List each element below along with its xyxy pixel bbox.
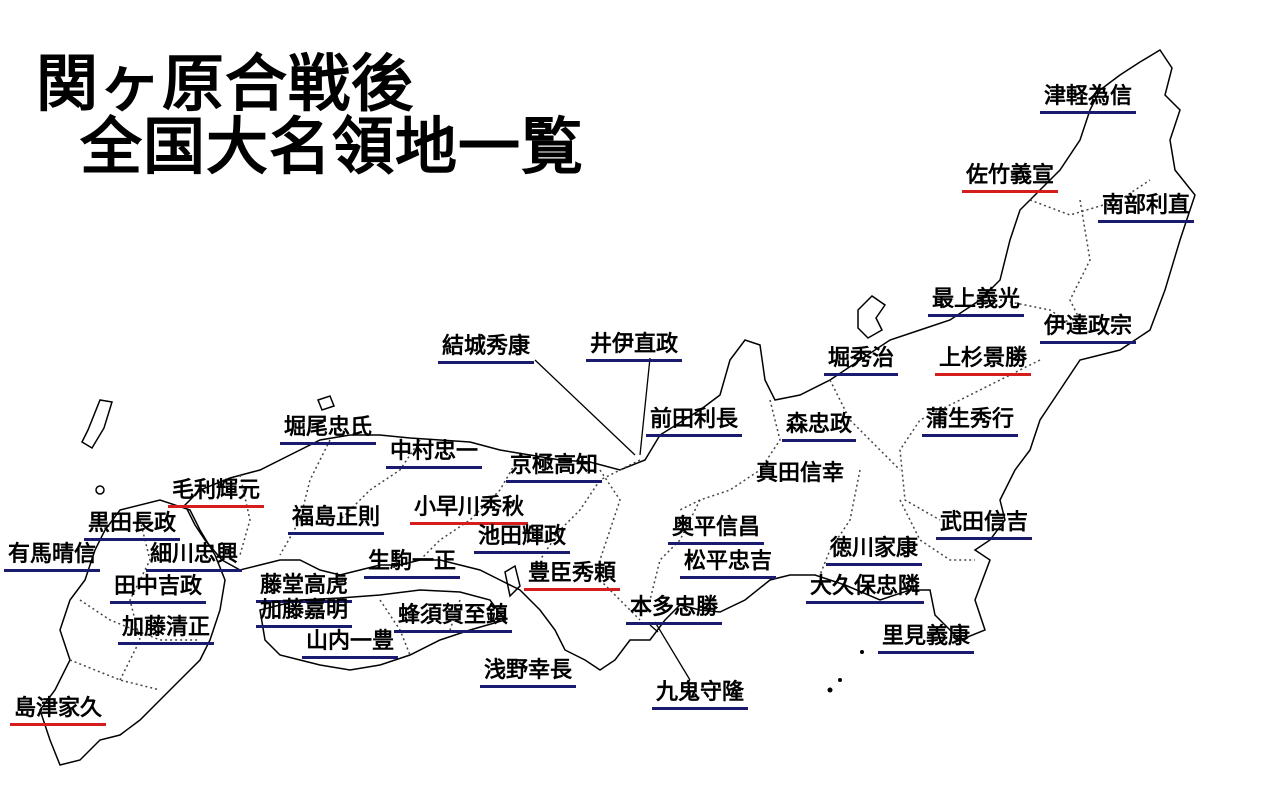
izu-island	[827, 687, 833, 693]
daimyo-label-okudaira-nobumasa: 奥平信昌	[668, 515, 765, 545]
daimyo-label-ikeda-terumasa: 池田輝政	[474, 524, 571, 554]
daimyo-label-tsugaru-tamenobu: 津軽為信	[1040, 84, 1137, 114]
oki-island	[317, 395, 335, 411]
daimyo-label-toyotomi-hideyori: 豊臣秀頼	[524, 561, 621, 591]
daimyo-label-hachisuka-yoshishige: 蜂須賀至鎮	[394, 603, 513, 633]
daimyo-label-tokugawa-ieyasu: 徳川家康	[826, 536, 923, 566]
daimyo-label-maeda-toshinaga: 前田利長	[646, 407, 743, 437]
daimyo-label-mogami-yoshiaki: 最上義光	[928, 287, 1025, 317]
daimyo-label-yuki-hideyasu: 結城秀康	[438, 334, 535, 364]
iki-island	[95, 485, 105, 495]
daimyo-label-horio-tadauji: 堀尾忠氏	[280, 415, 377, 445]
daimyo-label-satake-yoshinobu: 佐竹義宣	[962, 163, 1059, 193]
daimyo-label-fukushima-masanori: 福島正則	[288, 505, 385, 535]
province-borders	[69, 179, 1151, 691]
daimyo-label-ii-naomasa: 井伊直政	[586, 332, 683, 362]
honshu-coastline	[184, 48, 1196, 671]
daimyo-label-honda-tadakatsu: 本多忠勝	[626, 595, 723, 625]
sado-island	[857, 295, 887, 339]
leader-lines	[534, 357, 691, 681]
daimyo-label-asano-yoshinaga: 浅野幸長	[480, 658, 577, 688]
daimyo-label-uesugi-kagekatsu: 上杉景勝	[935, 346, 1032, 376]
daimyo-label-ikoma-kazumasa: 生駒一正	[364, 549, 461, 579]
daimyo-label-shimazu-iehisa: 島津家久	[10, 696, 107, 726]
daimyo-label-satomi-yoshiyasu: 里見義康	[878, 624, 975, 654]
map-title-line-1: 関ヶ原合戦後	[36, 47, 415, 120]
shikoku-coastline	[259, 589, 507, 671]
daimyo-label-yamauchi-kazutoyo: 山内一豊	[302, 629, 399, 659]
kyushu-coastline	[39, 499, 226, 766]
daimyo-label-kuroda-nagamasa: 黒田長政	[84, 511, 181, 541]
awaji-island	[504, 564, 521, 598]
daimyo-label-todo-takatora: 藤堂高虎	[256, 573, 353, 603]
daimyo-label-kato-kiyomasa: 加藤清正	[118, 615, 215, 645]
tsushima-island	[81, 399, 113, 450]
map-title-line-2: 全国大名領地一覧	[80, 110, 585, 183]
daimyo-label-date-masamune: 伊達政宗	[1040, 314, 1137, 344]
daimyo-label-kato-yoshiaki: 加藤嘉明	[256, 598, 353, 628]
daimyo-label-takeda-nobuyoshi: 武田信吉	[936, 510, 1033, 540]
daimyo-label-hosokawa-tadaoki: 細川忠興	[146, 542, 243, 572]
izu-island	[838, 678, 842, 682]
daimyo-label-nanbu-toshinao: 南部利直	[1098, 193, 1195, 223]
daimyo-label-sanada-nobuyuki: 真田信幸	[756, 461, 845, 486]
daimyo-label-hori-hideharu: 堀秀治	[824, 346, 899, 376]
daimyo-label-mori-terumoto: 毛利輝元	[168, 478, 265, 508]
daimyo-label-kuki-yoshitaka: 九鬼守隆	[652, 680, 749, 710]
daimyo-label-mori-tadamasa: 森忠政	[782, 412, 857, 442]
daimyo-label-tanaka-yoshimasa: 田中吉政	[110, 574, 207, 604]
daimyo-label-kyogoku-takatomo: 京極高知	[506, 453, 603, 483]
daimyo-label-matsudaira-tadayoshi: 松平忠吉	[680, 549, 777, 579]
daimyo-label-okubo-tadachika: 大久保忠隣	[806, 574, 925, 604]
daimyo-label-arima-harunobu: 有馬晴信	[4, 542, 101, 572]
daimyo-label-nakamura-kazutada: 中村忠一	[386, 439, 483, 469]
daimyo-label-gamo-hideyuki: 蒲生秀行	[922, 407, 1019, 437]
daimyo-label-kobayakawa-hideaki: 小早川秀秋	[410, 495, 529, 525]
izu-island	[860, 650, 864, 654]
